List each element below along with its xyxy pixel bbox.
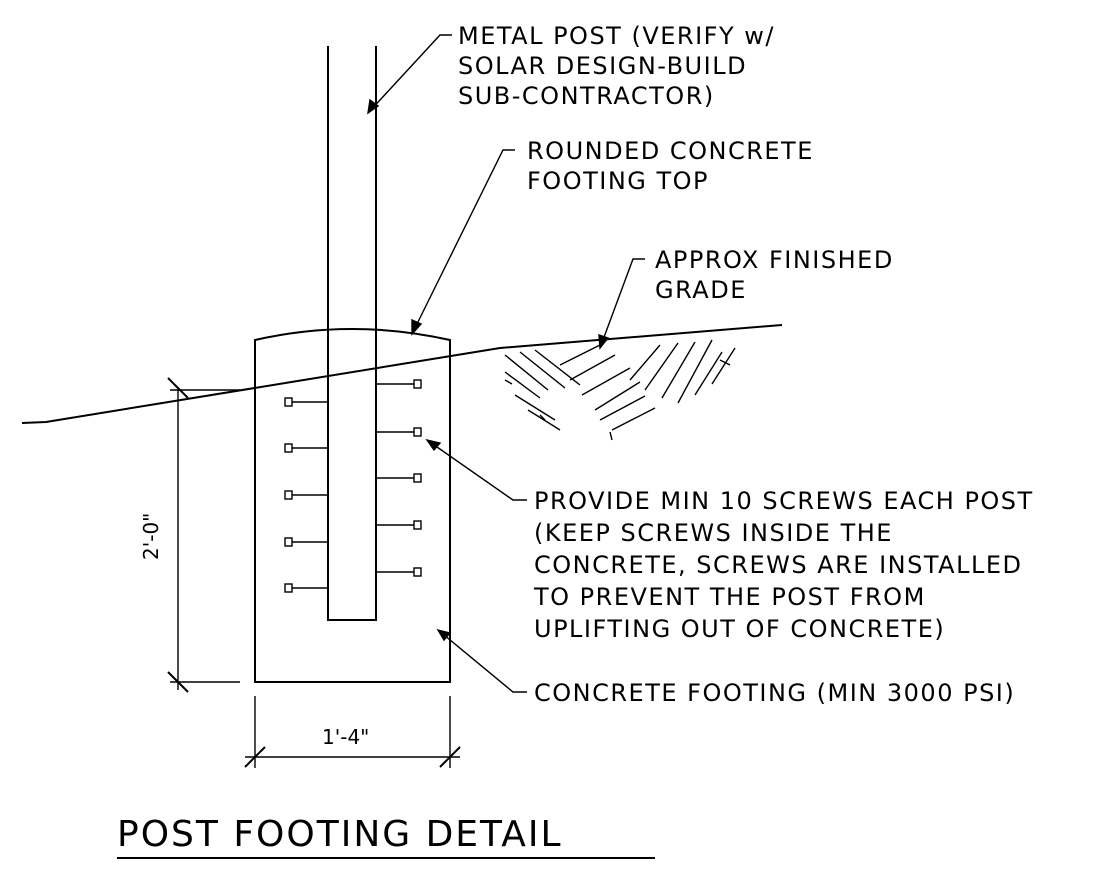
leaders: [367, 34, 645, 693]
note-metal-post-line-1: METAL POST (VERIFY w/: [458, 22, 775, 50]
note-screws-line-4: TO PREVENT THE POST FROM: [533, 583, 926, 611]
earth-hatch: [504, 339, 736, 441]
note-metal-post-line-3: SUB-CONTRACTOR): [458, 82, 715, 110]
note-footing-line-1: CONCRETE FOOTING (MIN 3000 PSI): [534, 679, 1015, 707]
width-dimension-text: 1'-4": [322, 725, 369, 749]
screws-right: [376, 379, 422, 577]
note-grade-line-1: APPROX FINISHED: [655, 246, 894, 274]
concrete-footing: [254, 328, 451, 683]
note-rounded-top-line-2: FOOTING TOP: [527, 167, 709, 195]
note-screws-line-1: PROVIDE MIN 10 SCREWS EACH POST: [534, 487, 1034, 515]
screws-left: [284, 397, 328, 593]
depth-dimension: [167, 377, 240, 693]
note-screws-line-2: (KEEP SCREWS INSIDE THE: [534, 519, 893, 547]
metal-post: [327, 46, 377, 621]
drawing-title: POST FOOTING DETAIL: [117, 814, 563, 855]
note-rounded-top-line-1: ROUNDED CONCRETE: [527, 137, 814, 165]
depth-dimension-text: 2'-0": [139, 513, 163, 560]
width-dimension: [244, 696, 461, 768]
note-metal-post-line-2: SOLAR DESIGN-BUILD: [458, 52, 747, 80]
finished-grade-line: [21, 324, 783, 424]
note-screws-line-3: CONCRETE, SCREWS ARE INSTALLED: [534, 551, 1022, 579]
note-screws-line-5: UPLIFTING OUT OF CONCRETE): [534, 615, 945, 643]
note-grade-line-2: GRADE: [655, 276, 747, 304]
